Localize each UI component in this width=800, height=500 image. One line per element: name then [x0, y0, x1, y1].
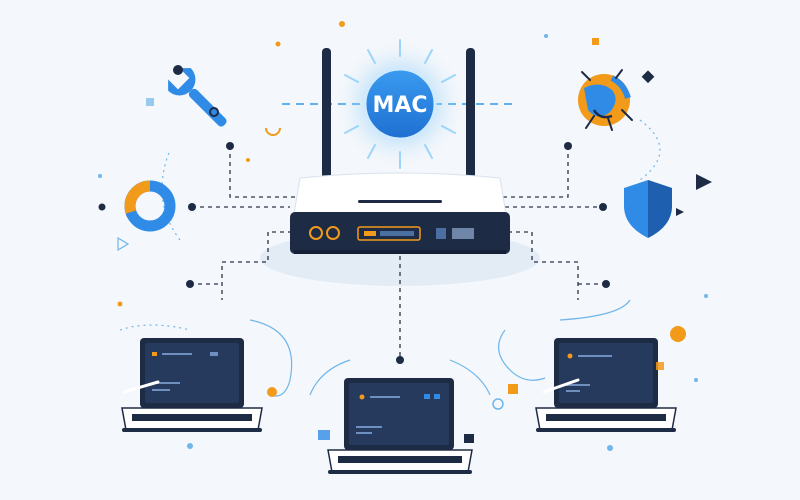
wrench-icon [168, 68, 227, 127]
router-led-2 [326, 226, 340, 240]
connection-nodes [98, 142, 610, 364]
router [290, 172, 510, 254]
decorative-curves [119, 119, 661, 397]
router-port-panel [357, 226, 421, 241]
mac-badge: MAC [363, 67, 437, 141]
laptop-left [121, 338, 263, 432]
donut-chart-icon [124, 180, 176, 232]
bug-globe-icon [578, 69, 633, 131]
laptop-center [327, 378, 473, 474]
router-led-1 [309, 226, 323, 240]
laptop-right [535, 338, 677, 432]
router-antennas [322, 48, 475, 180]
laptop-cables [122, 378, 580, 394]
decorative-shapes [98, 21, 712, 451]
shield-icon [624, 180, 672, 238]
mac-badge-label: MAC [372, 93, 427, 118]
